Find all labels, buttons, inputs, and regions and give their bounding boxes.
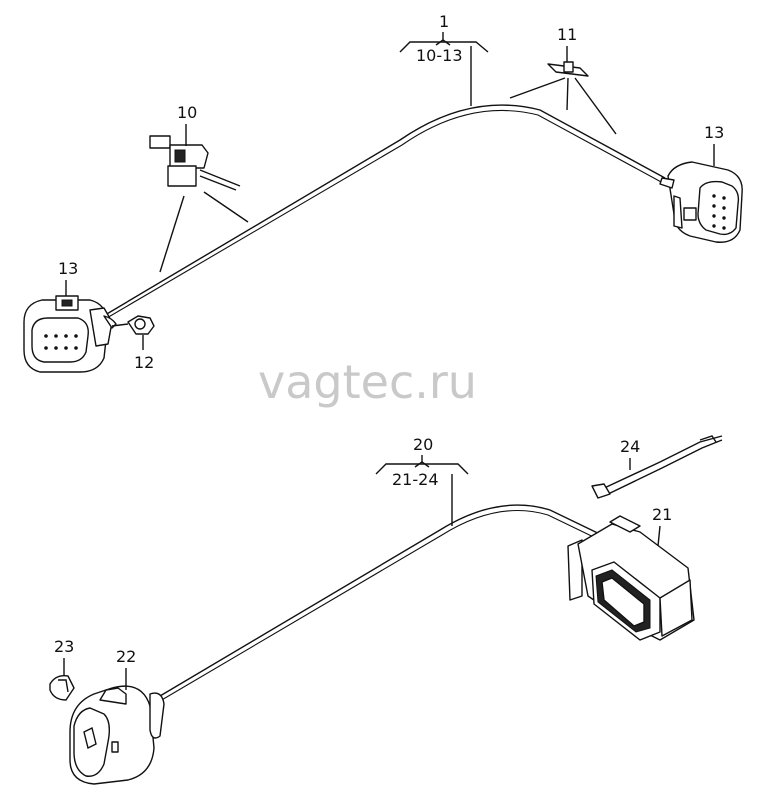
svg-text:10: 10 [177, 103, 197, 122]
svg-text:21-24: 21-24 [392, 470, 439, 489]
svg-text:13: 13 [704, 123, 724, 142]
connector-13-right: 13 [659, 123, 743, 243]
svg-text:24: 24 [620, 437, 640, 456]
cable-clip-10: 10 [149, 103, 249, 273]
connector-22: 22 [69, 647, 165, 785]
blanking-plug-12: 12 [111, 315, 155, 372]
connector-21: 21 [567, 505, 695, 641]
watermark: vagtec.ru [258, 355, 477, 409]
connector-13-left: 13 [23, 259, 117, 373]
svg-text:10-13: 10-13 [416, 46, 463, 65]
svg-text:13: 13 [58, 259, 78, 278]
cable-tie-11: 11 [509, 25, 617, 135]
svg-text:21: 21 [652, 505, 672, 524]
svg-text:1: 1 [439, 12, 449, 31]
svg-text:11: 11 [557, 25, 577, 44]
wiring-harness-1 [99, 104, 666, 323]
svg-text:20: 20 [413, 435, 433, 454]
callout-1: 1 10-13 [399, 12, 489, 106]
connector-pins [712, 194, 726, 230]
cable-tie-24: 24 [591, 435, 723, 499]
svg-text:22: 22 [116, 647, 136, 666]
wiring-harness-20 [159, 504, 609, 702]
connector-pins [44, 334, 78, 350]
svg-text:23: 23 [54, 637, 74, 656]
svg-text:12: 12 [134, 353, 154, 372]
callout-20: 20 21-24 [375, 435, 469, 526]
grommet-23: 23 [49, 637, 75, 701]
